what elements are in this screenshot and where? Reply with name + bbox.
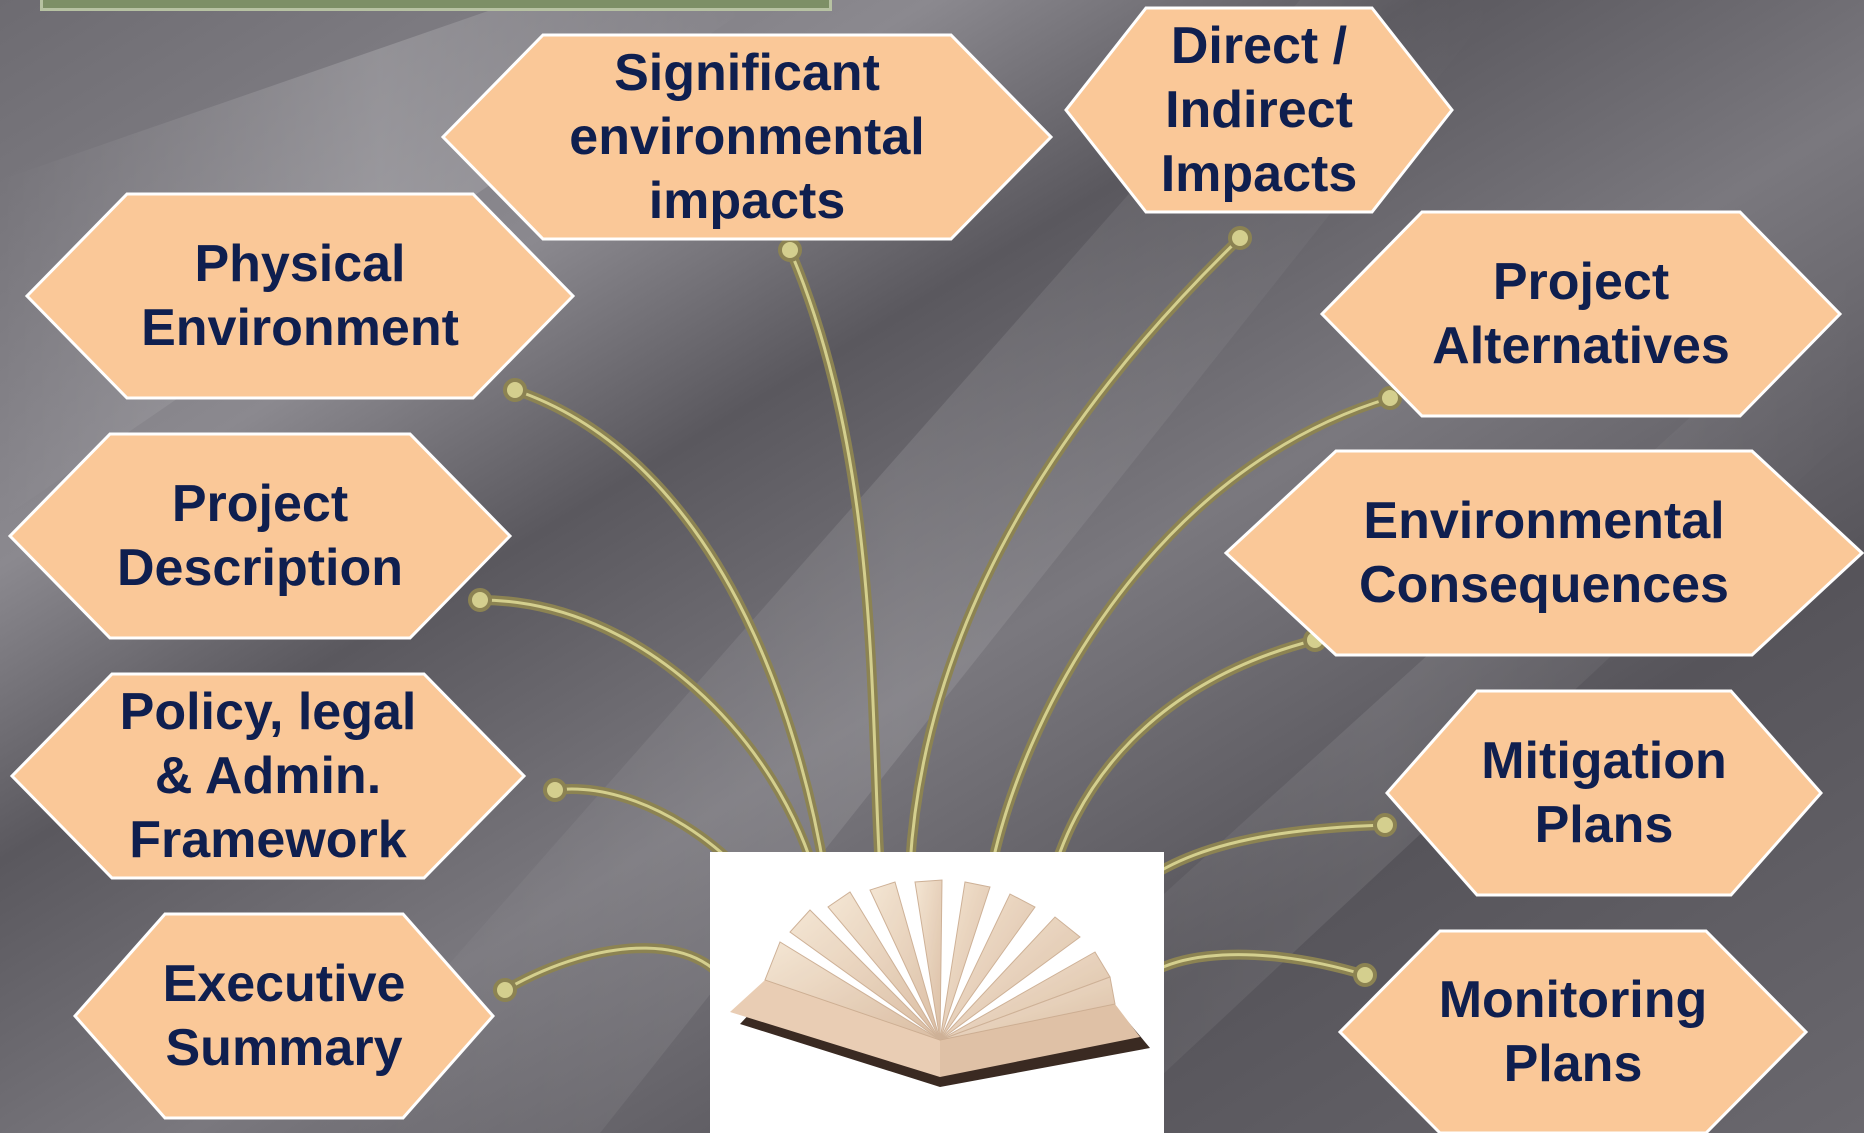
label-executive-summary: Executive Summary: [162, 955, 406, 1077]
arrow-to-direct-indirect: [905, 226, 1252, 870]
hexagon-mitigation-plans: Mitigation Plans: [1384, 689, 1824, 897]
label-monitoring-plans: Monitoring Plans: [1438, 971, 1708, 1093]
title-bar-fragment: [40, 0, 832, 11]
arrow-to-significant-impacts: [778, 238, 885, 875]
hexagon-significant-impacts: Significant environmental impacts: [440, 33, 1054, 241]
hexagon-policy-legal-admin: Policy, legal & Admin. Framework: [9, 672, 527, 880]
hexagon-executive-summary: Executive Summary: [72, 912, 496, 1120]
book-image: [710, 852, 1164, 1133]
arrow-to-executive-summary: [493, 943, 740, 1005]
open-book-icon: [730, 879, 1150, 1087]
hexagon-monitoring-plans: Monitoring Plans: [1337, 929, 1809, 1133]
hexagon-physical-environment: Physical Environment: [24, 192, 576, 400]
hexagon-environmental-consequences: Environmental Consequences: [1223, 449, 1864, 657]
hexagon-project-alternatives: Project Alternatives: [1319, 210, 1843, 418]
arrow-to-physical-environment: [503, 378, 830, 880]
label-direct-indirect-impacts: Direct / Indirect Impacts: [1160, 17, 1358, 203]
label-project-description: Project Description: [116, 475, 404, 597]
label-project-alternatives: Project Alternatives: [1432, 253, 1730, 375]
label-mitigation-plans: Mitigation Plans: [1481, 732, 1727, 854]
label-environmental-consequences: Environmental Consequences: [1359, 492, 1729, 614]
label-significant-impacts: Significant environmental impacts: [569, 44, 925, 230]
label-physical-environment: Physical Environment: [141, 235, 459, 357]
hexagon-project-description: Project Description: [7, 432, 513, 640]
arrow-to-project-description: [468, 588, 823, 890]
arrow-to-project-alternatives: [985, 386, 1402, 880]
hexagon-direct-indirect-impacts: Direct / Indirect Impacts: [1064, 6, 1454, 214]
label-policy-legal-admin: Policy, legal & Admin. Framework: [119, 683, 417, 869]
